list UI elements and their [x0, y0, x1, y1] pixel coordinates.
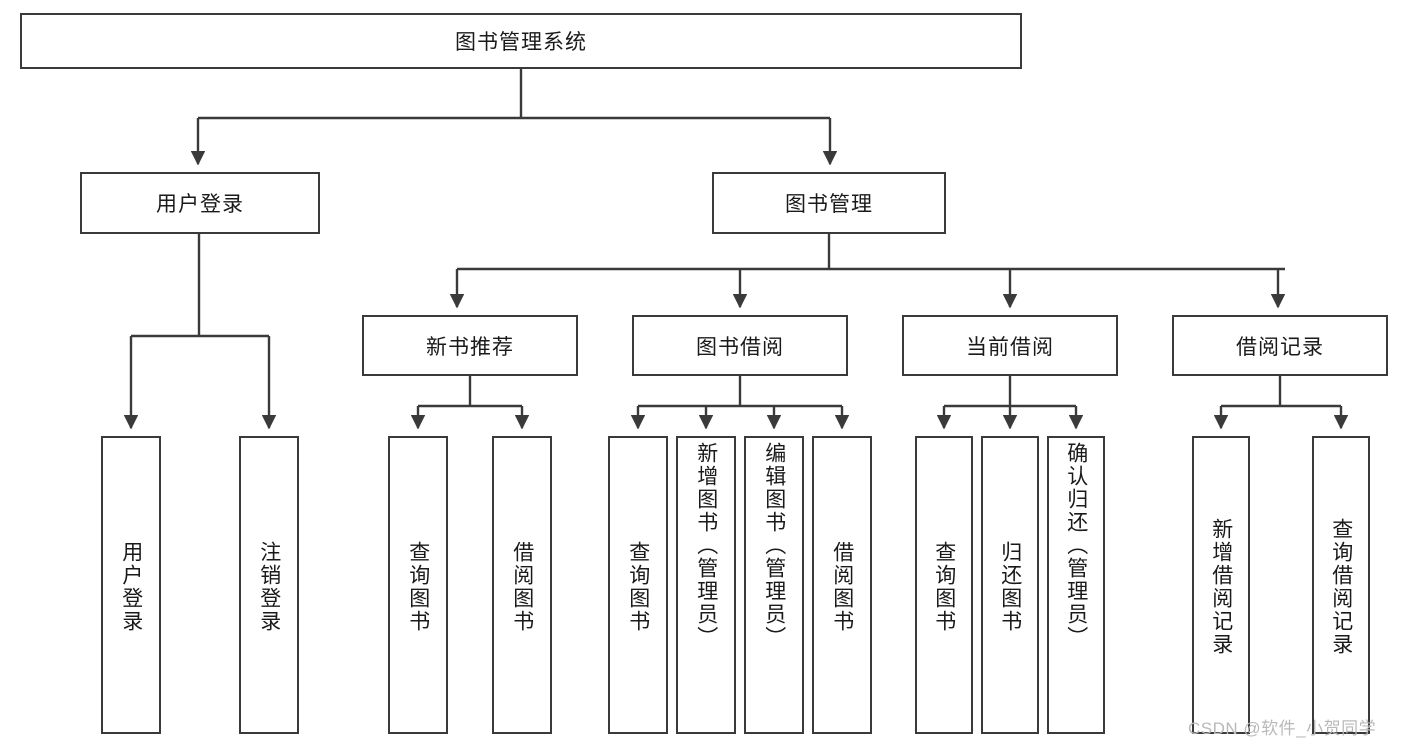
node-label: 归还图书	[998, 541, 1022, 633]
node-label: 编辑图书（管理员）	[762, 442, 786, 649]
node-leaf-user-login[interactable]: 用户登录	[101, 436, 161, 734]
node-label: 新增借阅记录	[1209, 518, 1233, 656]
node-label: 确认归还（管理员）	[1064, 442, 1088, 649]
node-label: 借阅图书	[830, 541, 854, 633]
node-label: 查询借阅记录	[1329, 518, 1353, 656]
node-label: 用户登录	[156, 193, 244, 216]
node-leaf-newbook-borrow[interactable]: 借阅图书	[492, 436, 552, 734]
node-leaf-user-logout[interactable]: 注销登录	[239, 436, 299, 734]
node-leaf-current-return[interactable]: 归还图书	[981, 436, 1039, 734]
node-leaf-borrow-do[interactable]: 借阅图书	[812, 436, 872, 734]
node-label: 借阅记录	[1236, 335, 1324, 359]
node-borrow-record[interactable]: 借阅记录	[1172, 315, 1388, 376]
node-new-book-recommend[interactable]: 新书推荐	[362, 315, 578, 376]
node-label: 查询图书	[932, 541, 956, 633]
node-label: 借阅图书	[510, 541, 534, 633]
node-leaf-borrow-add[interactable]: 新增图书（管理员）	[676, 436, 736, 734]
node-current-borrow[interactable]: 当前借阅	[902, 315, 1118, 376]
node-label: 图书借阅	[696, 335, 784, 359]
node-leaf-borrow-edit[interactable]: 编辑图书（管理员）	[744, 436, 804, 734]
node-leaf-current-query[interactable]: 查询图书	[915, 436, 973, 734]
node-leaf-borrow-query[interactable]: 查询图书	[608, 436, 668, 734]
node-label: 注销登录	[257, 541, 281, 633]
node-user-login[interactable]: 用户登录	[80, 172, 320, 234]
node-book-management[interactable]: 图书管理	[712, 172, 946, 234]
node-leaf-record-query[interactable]: 查询借阅记录	[1312, 436, 1370, 734]
node-label: 用户登录	[119, 541, 143, 633]
node-leaf-record-add[interactable]: 新增借阅记录	[1192, 436, 1250, 734]
node-leaf-current-confirm[interactable]: 确认归还（管理员）	[1047, 436, 1105, 734]
node-root-system[interactable]: 图书管理系统	[20, 13, 1022, 69]
node-label: 图书管理	[785, 193, 873, 216]
node-book-borrow[interactable]: 图书借阅	[632, 315, 848, 376]
node-leaf-newbook-query[interactable]: 查询图书	[388, 436, 448, 734]
node-label: 新增图书（管理员）	[694, 442, 718, 649]
node-label: 查询图书	[406, 541, 430, 633]
node-label: 查询图书	[626, 541, 650, 633]
node-label: 新书推荐	[426, 335, 514, 359]
watermark-text: CSDN @软件_小贺同学	[1188, 719, 1377, 738]
node-label: 图书管理系统	[455, 31, 587, 54]
node-label: 当前借阅	[966, 335, 1054, 359]
